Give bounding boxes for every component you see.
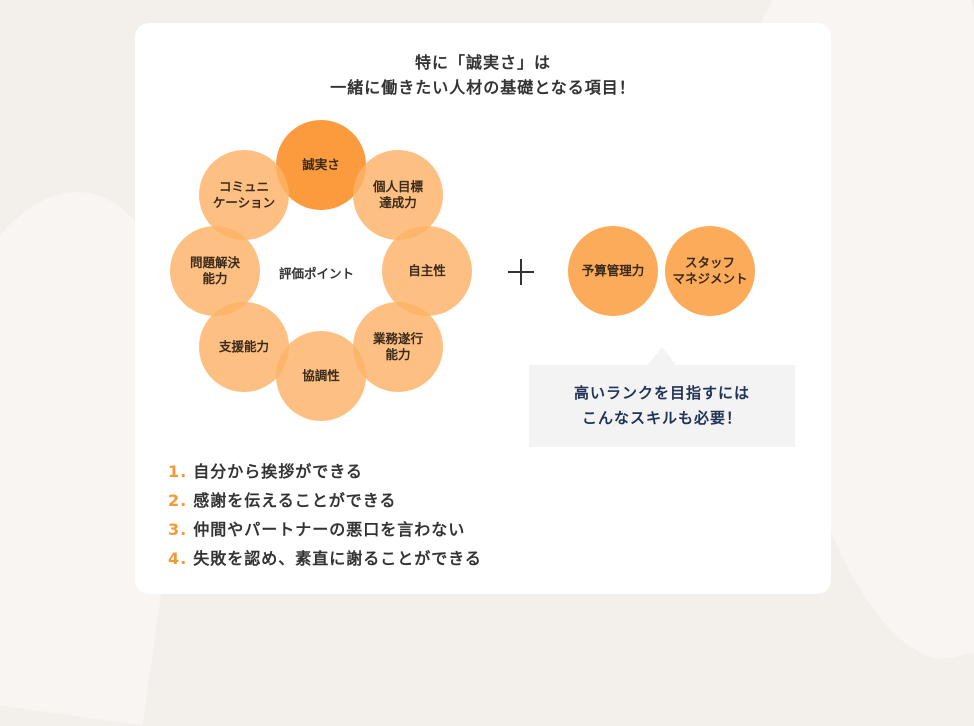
point-circle-sincerity: 誠実さ (276, 120, 366, 210)
point-circle-autonomy: 自主性 (382, 226, 472, 316)
plus-icon (508, 259, 534, 285)
skill-circle-budget: 予算管理力 (568, 226, 658, 316)
behavior-list: 1. 自分から挨拶ができる 2. 感謝を伝えることができる 3. 仲間やパートナーの悪… (168, 457, 482, 573)
heading: 特に「誠実さ」は 一緒に働きたい人材の基礎となる項目！ (135, 50, 831, 100)
list-item: 2. 感謝を伝えることができる (168, 486, 482, 515)
list-item-text: 感謝を伝えることができる (193, 491, 397, 510)
list-item-number: 3. (168, 520, 188, 539)
heading-line-1: 特に「誠実さ」は (414, 53, 551, 72)
point-circle-support: 支援能力 (199, 302, 289, 392)
list-item-text: 仲間やパートナーの悪口を言わない (193, 520, 466, 539)
content-card: 特に「誠実さ」は 一緒に働きたい人材の基礎となる項目！ 誠実さ 個人目標 達成力… (135, 23, 831, 594)
point-circle-cooperation: 協調性 (276, 331, 366, 421)
list-item-number: 1. (168, 462, 188, 481)
point-circle-communication: コミュニ ケーション (199, 150, 289, 240)
list-item-number: 2. (168, 491, 188, 510)
list-item: 1. 自分から挨拶ができる (168, 457, 482, 486)
list-item-text: 自分から挨拶ができる (193, 462, 363, 481)
list-item-text: 失敗を認め、素直に謝ることができる (193, 549, 482, 568)
point-circle-personal-goal: 個人目標 達成力 (353, 150, 443, 240)
point-circle-execution: 業務遂行 能力 (353, 302, 443, 392)
note-line-2: こんなスキルも必要！ (581, 409, 742, 427)
note-box: 高いランクを目指すには こんなスキルも必要！ (529, 365, 795, 447)
list-item: 4. 失敗を認め、素直に謝ることができる (168, 544, 482, 573)
diagram-center-label: 評価ポイント (279, 266, 355, 281)
note-line-1: 高いランクを目指すには (573, 384, 750, 402)
list-item: 3. 仲間やパートナーの悪口を言わない (168, 515, 482, 544)
heading-line-2: 一緒に働きたい人材の基礎となる項目！ (330, 78, 636, 97)
note-pointer (648, 347, 676, 365)
skill-circle-staff-management: スタッフ マネジメント (665, 226, 755, 316)
point-circle-problem-solving: 問題解決 能力 (170, 226, 260, 316)
list-item-number: 4. (168, 549, 188, 568)
